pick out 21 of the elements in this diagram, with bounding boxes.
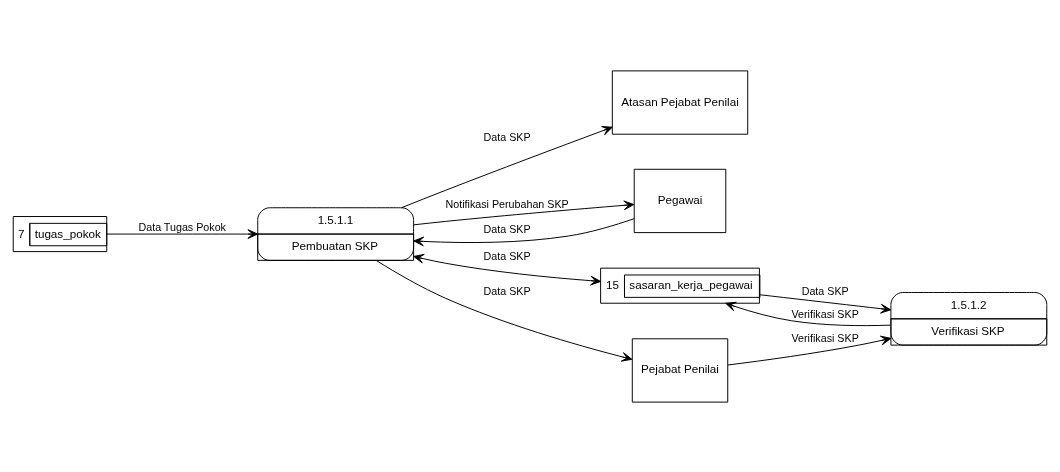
- arrow: [413, 253, 602, 286]
- edge-label: Data Tugas Pokok: [138, 220, 226, 233]
- edge-label: Data SKP: [483, 249, 531, 262]
- node-box: Pegawai: [633, 168, 727, 233]
- edge-label: Data SKP: [801, 284, 849, 297]
- arrow: [727, 335, 892, 365]
- arrow: [759, 293, 892, 314]
- edge-label: Data SKP: [483, 284, 531, 297]
- node-box: Atasan Pejabat Penilai: [611, 69, 749, 135]
- arrow: [400, 125, 613, 208]
- arrow: [413, 199, 635, 225]
- edge-label: Notifikasi Perubahan SKP: [445, 197, 569, 210]
- edge-label: Data SKP: [483, 130, 531, 143]
- edge-label: Verifikasi SKP: [791, 331, 859, 344]
- arrow: [106, 228, 259, 239]
- node-box: Pejabat Penilai: [631, 337, 729, 403]
- edge-label: Verifikasi SKP: [791, 307, 859, 320]
- arrow: [375, 259, 633, 362]
- arrow: [413, 217, 635, 246]
- edge-label: Data SKP: [483, 222, 531, 235]
- arrow: [725, 301, 892, 326]
